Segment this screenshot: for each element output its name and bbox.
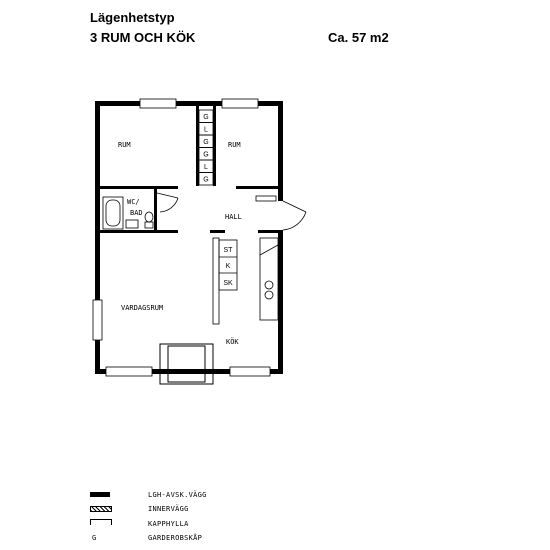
bathtub bbox=[102, 196, 124, 230]
label-kok: KÖK bbox=[226, 337, 239, 346]
label-wc: WC/ bbox=[127, 198, 140, 206]
legend-row-exterior bbox=[90, 489, 110, 500]
kitchen-unit-label: SK bbox=[223, 280, 233, 287]
closet-label: G bbox=[203, 152, 208, 159]
legend-symbol-wardrobe: G bbox=[92, 534, 97, 542]
area-label: Ca. 57 m2 bbox=[328, 30, 389, 45]
legend-row-coatshelf bbox=[90, 516, 112, 527]
legend-symbol-exterior-wall bbox=[90, 492, 110, 497]
kitchen-counter-right bbox=[259, 237, 279, 321]
legend-symbol-coat-shelf bbox=[90, 518, 112, 525]
legend-label-interior: INNERVÄGG bbox=[148, 505, 189, 513]
label-vardagsrum: VARDAGSRUM bbox=[121, 304, 163, 312]
label-rum-right: RUM bbox=[228, 141, 241, 149]
kitchen-unit-labels: ST K SK bbox=[223, 247, 233, 287]
coat-shelf bbox=[255, 195, 277, 202]
closet-box bbox=[198, 172, 214, 186]
kitchen-unit-label: K bbox=[226, 263, 231, 270]
balcony bbox=[159, 343, 214, 385]
legend-label-wardrobe: GARDEROBSKÅP bbox=[148, 534, 203, 542]
label-bad: BAD bbox=[130, 209, 143, 217]
closet-label: L bbox=[204, 164, 208, 171]
plan-title: Lägenhetstyp bbox=[90, 10, 175, 25]
closet-label: G bbox=[203, 114, 208, 121]
legend-label-coatshelf: KAPPHYLLA bbox=[148, 520, 189, 528]
legend-symbol-interior-wall bbox=[90, 505, 112, 512]
legend-row-interior bbox=[90, 503, 112, 514]
interior-walls bbox=[100, 106, 278, 233]
kitchen-unit-label: ST bbox=[224, 247, 234, 254]
sink bbox=[125, 219, 139, 229]
wc-door bbox=[156, 192, 179, 213]
entrance-door bbox=[282, 200, 307, 231]
label-hall: HALL bbox=[225, 213, 242, 221]
legend-label-exterior: LGH-AVSK.VÄGG bbox=[148, 491, 207, 499]
closet-label: G bbox=[203, 139, 208, 146]
windows bbox=[92, 98, 271, 377]
exterior-walls bbox=[95, 101, 283, 374]
kitchen-counter-left bbox=[212, 237, 238, 325]
plan-subtitle: 3 RUM OCH KÖK bbox=[90, 30, 196, 45]
closet-label: L bbox=[204, 127, 208, 134]
label-rum-left: RUM bbox=[118, 141, 131, 149]
toilet bbox=[144, 211, 154, 229]
closet-label: G bbox=[203, 177, 208, 184]
